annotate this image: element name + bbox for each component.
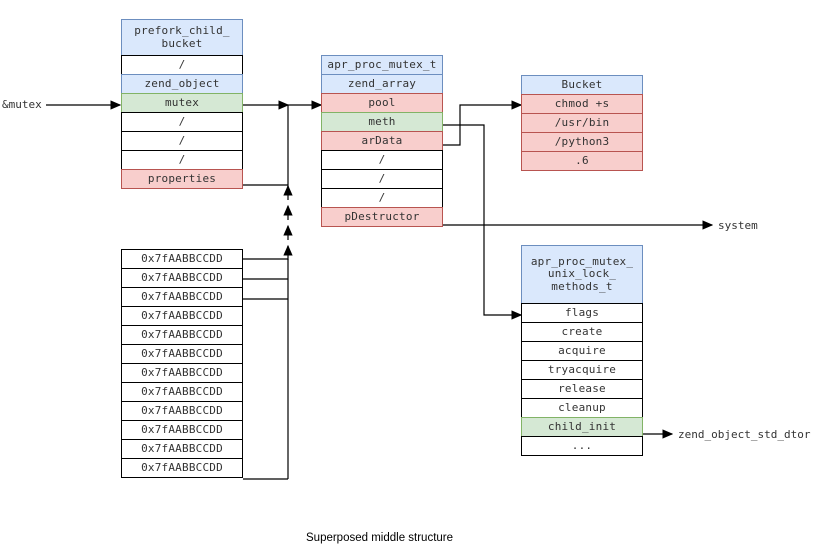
apr-proc-mutex-t-row-6: / [321, 169, 443, 189]
prefork-child-bucket-row-0: prefork_child_ bucket [121, 19, 243, 56]
bucket-row-0: Bucket [521, 75, 643, 95]
unix-lock-methods-row-5: release [521, 379, 643, 399]
prefork-child-bucket-row-6: / [121, 150, 243, 170]
address-list-row-0: 0x7fAABBCCDD [121, 249, 243, 269]
apr-proc-mutex-t-row-1: zend_array [321, 74, 443, 94]
apr-proc-mutex-t-row-8: pDestructor [321, 207, 443, 227]
apr-proc-mutex-t-row-2: pool [321, 93, 443, 113]
bucket-row-2: /usr/bin [521, 113, 643, 133]
address-list-row-2: 0x7fAABBCCDD [121, 287, 243, 307]
unix-lock-methods-row-1: flags [521, 303, 643, 323]
address-list-row-7: 0x7fAABBCCDD [121, 382, 243, 402]
unix-lock-methods-row-2: create [521, 322, 643, 342]
figure-caption: Superposed middle structure [306, 532, 454, 544]
unix-lock-methods-row-0: apr_proc_mutex_ unix_lock_ methods_t [521, 245, 643, 304]
label-mutex-ref: &mutex [2, 98, 42, 111]
address-list-row-1: 0x7fAABBCCDD [121, 268, 243, 288]
prefork-child-bucket-row-2: zend_object [121, 74, 243, 94]
address-list-row-8: 0x7fAABBCCDD [121, 401, 243, 421]
address-list-row-10: 0x7fAABBCCDD [121, 439, 243, 459]
address-list-row-5: 0x7fAABBCCDD [121, 344, 243, 364]
apr-proc-mutex-t-row-5: / [321, 150, 443, 170]
unix-lock-methods-row-4: tryacquire [521, 360, 643, 380]
prefork-child-bucket-row-7: properties [121, 169, 243, 189]
address-list-row-4: 0x7fAABBCCDD [121, 325, 243, 345]
unix-lock-methods-row-8: ... [521, 436, 643, 456]
address-list-row-3: 0x7fAABBCCDD [121, 306, 243, 326]
prefork-child-bucket-row-3: mutex [121, 93, 243, 113]
prefork-child-bucket-row-5: / [121, 131, 243, 151]
unix-lock-methods-row-7: child_init [521, 417, 643, 437]
address-list-row-9: 0x7fAABBCCDD [121, 420, 243, 440]
address-list-row-6: 0x7fAABBCCDD [121, 363, 243, 383]
unix-lock-methods-row-6: cleanup [521, 398, 643, 418]
prefork-child-bucket-row-1: / [121, 55, 243, 75]
apr-proc-mutex-t-row-0: apr_proc_mutex_t [321, 55, 443, 75]
bucket-row-3: /python3 [521, 132, 643, 152]
prefork-child-bucket-row-4: / [121, 112, 243, 132]
address-list-row-11: 0x7fAABBCCDD [121, 458, 243, 478]
label-zend-object-std-dtor: zend_object_std_dtor [678, 428, 811, 441]
bucket-row-4: .6 [521, 151, 643, 171]
apr-proc-mutex-t-row-3: meth [321, 112, 443, 132]
bucket-row-1: chmod +s [521, 94, 643, 114]
apr-proc-mutex-t-row-4: arData [321, 131, 443, 151]
unix-lock-methods-row-3: acquire [521, 341, 643, 361]
label-system: system [718, 219, 758, 232]
apr-proc-mutex-t-row-7: / [321, 188, 443, 208]
wire-meth-methods [443, 124, 523, 320]
